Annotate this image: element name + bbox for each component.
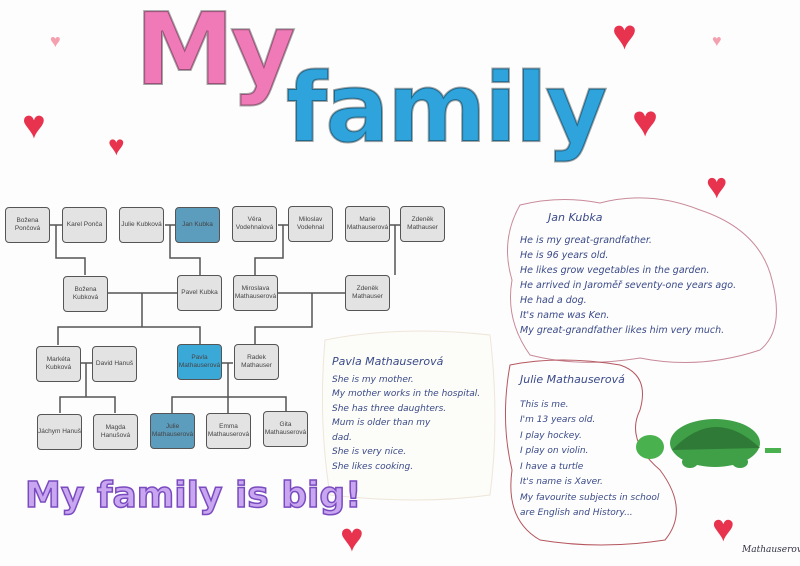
tree-node: Julie Kubková: [119, 207, 164, 243]
heart-icon: ♥: [712, 508, 735, 550]
note-line: dad.: [332, 432, 352, 443]
note-title: Pavla Mathauserová: [332, 355, 444, 368]
signature: Mathauserová: [742, 545, 800, 555]
note-line: She is my mother.: [332, 374, 414, 385]
tree-node: Markéta Kubková: [36, 346, 81, 382]
note-line: He had a dog.: [520, 295, 587, 306]
tree-node-highlighted: Pavla Mathauserová: [177, 344, 222, 380]
tree-node: Božena Pončová: [5, 207, 50, 243]
tree-node: Karel Ponča: [62, 207, 107, 243]
note-line: My favourite subjects in school: [520, 492, 660, 503]
note-line: She is very nice.: [332, 447, 407, 457]
note-line: It's name was Ken.: [520, 310, 610, 321]
heart-icon: ♥: [340, 516, 364, 560]
tree-node: Radek Mathauser: [234, 344, 279, 380]
heart-icon: ♥: [612, 11, 637, 58]
note-line: He is my great-grandfather.: [520, 235, 652, 246]
turtle-icon: [636, 419, 781, 468]
heart-icon: ♥: [632, 97, 659, 146]
note-line: Mum is older than my: [332, 418, 431, 428]
tree-node: Magda Hanušová: [93, 414, 138, 450]
tree-node-highlighted: Jan Kubka: [175, 207, 220, 243]
note-title: Jan Kubka: [548, 211, 603, 224]
tree-node: Zdeněk Mathauser: [400, 206, 445, 242]
tree-node: Zdeněk Mathauser: [345, 275, 390, 311]
tree-node: Pavel Kubka: [177, 275, 222, 311]
heart-icon: ♥: [108, 130, 125, 161]
note-line: It's name is Xaver.: [520, 477, 603, 487]
tree-node: Miroslava Mathauserová: [233, 275, 278, 311]
note-line: She has three daughters.: [332, 403, 447, 414]
note-line: My great-grandfather likes him very much…: [520, 325, 725, 336]
title-my: My: [134, 0, 297, 108]
note-jan-kubka: Jan Kubka He is my great-grandfather. He…: [520, 210, 736, 338]
title-family: family: [285, 54, 608, 164]
note-title: Julie Mathauserová: [520, 373, 625, 386]
tree-node: Věra Vodehnalová: [232, 206, 277, 242]
heart-icon: ♥: [712, 33, 722, 50]
note-line: He arrived in Jaroměř seventy-one years …: [520, 280, 737, 291]
note-line: She likes cooking.: [332, 461, 414, 472]
tree-node: Marie Mathauserová: [345, 206, 390, 242]
tree-node: Božena Kubková: [63, 276, 108, 312]
tree-node: Emma Mathauserová: [206, 413, 251, 449]
note-pavla: Pavla Mathauserová She is my mother. My …: [332, 355, 480, 474]
tree-node-highlighted: Julie Mathauserová: [150, 413, 195, 449]
heart-icon: ♥: [706, 165, 728, 206]
note-line: I play on violin.: [520, 446, 589, 456]
tree-node: Jáchym Hanuš: [37, 414, 82, 450]
note-line: are English and History...: [520, 508, 633, 518]
tree-node: Gita Mathauserová: [263, 411, 308, 447]
note-line: He is 96 years old.: [520, 250, 609, 261]
note-line: He likes grow vegetables in the garden.: [520, 265, 710, 276]
note-line: I have a turtle: [520, 461, 584, 472]
note-line: This is me.: [520, 399, 569, 410]
heart-icon: ♥: [22, 103, 46, 147]
motto: My family is big!: [24, 475, 362, 516]
note-line: My mother works in the hospital.: [332, 389, 481, 399]
note-julie: Julie Mathauserová This is me. I'm 13 ye…: [520, 372, 659, 522]
tree-node: Miloslav Vodehnal: [288, 206, 333, 242]
note-line: I play hockey.: [520, 430, 582, 441]
note-line: I'm 13 years old.: [520, 415, 596, 425]
heart-icon: ♥: [50, 31, 61, 51]
tree-node: David Hanuš: [92, 346, 137, 382]
